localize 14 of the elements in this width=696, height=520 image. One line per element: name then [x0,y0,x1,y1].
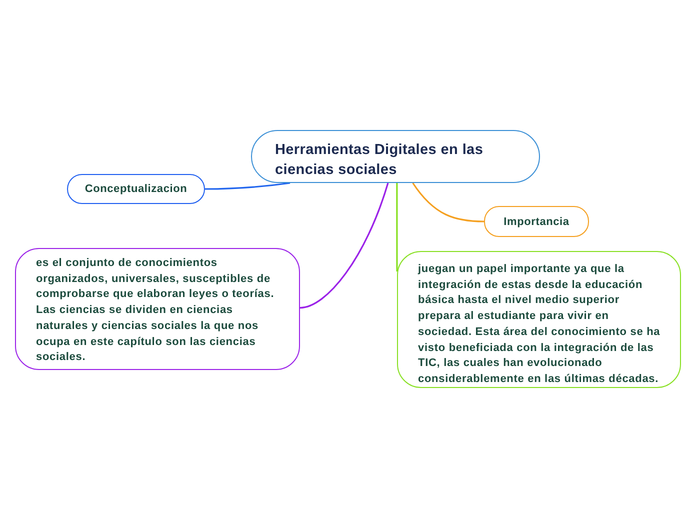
connector-line [396,183,398,272]
note-box [15,248,300,370]
connector-line [205,182,290,190]
topic-box [67,174,205,204]
central-topic-box [251,130,540,183]
topic-text: Conceptualizacion [84,182,188,196]
note-text: juegan un papel importante ya que la integración de estas desde la educación básica hasta el nivel medio superior prepara al estudiante para vivir en sociedad. Esta área del conocimiento se ha visto beneficiada con la integración de las TIC, las cuales han evolucionado considerablemente en las últimas décadas. [418,262,662,387]
connector-line [412,182,484,222]
connector-line [300,182,389,309]
central-topic-text: Herramientas Digitales en las ciencias sociales [275,141,484,180]
topic-box [484,206,589,237]
note-box [397,251,681,388]
note-text: es el conjunto de conocimientos organizados, universales, susceptibles de comprobarse que elaboran leyes o teorías. Las ciencias se dividen en ciencias naturales y ciencias sociales la que nos ocupa en este capítulo son las ciencias sociales. [36,256,276,366]
topic-text: Importancia [504,214,570,228]
